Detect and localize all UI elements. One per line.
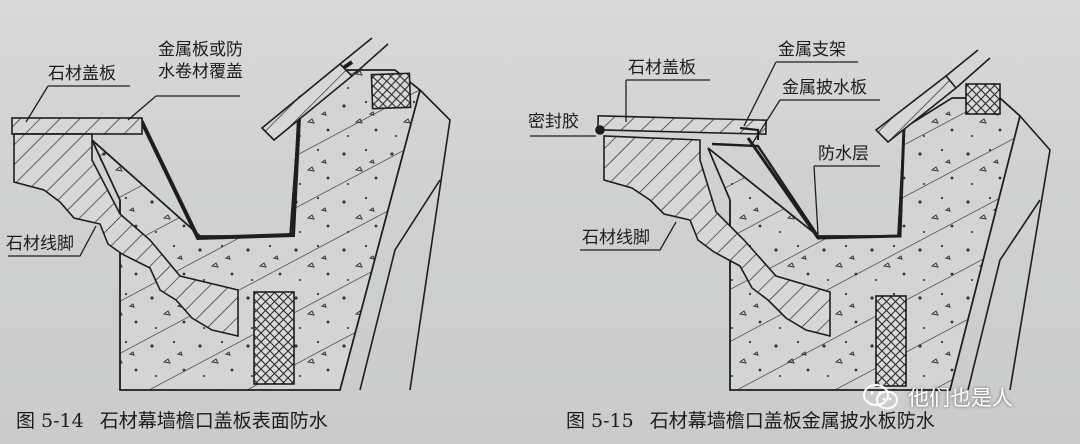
caption-right: 图 5-15 石材幕墙檐口盖板金属披水板防水 [566, 410, 935, 432]
label-left-stone-base: 石材线脚 [6, 234, 74, 254]
label-right-cover-plate: 石材盖板 [628, 58, 696, 78]
watermark: 他们也是人 [862, 382, 1013, 412]
caption-right-number: 图 5-15 [566, 410, 634, 432]
wechat-icon [863, 384, 898, 410]
right-section-drawing [595, 49, 1051, 391]
right-leader-lines [530, 61, 880, 251]
label-right-sealant: 密封胶 [528, 112, 579, 132]
caption-left: 图 5-14 石材幕墙檐口盖板表面防水 [16, 410, 328, 432]
label-right-waterproof-layer: 防水层 [818, 144, 869, 164]
label-right-metal-bracket: 金属支架 [778, 40, 846, 60]
label-left-metal-or-membrane-line1: 金属板或防 [158, 40, 243, 60]
label-right-metal-flashing: 金属披水板 [782, 78, 867, 98]
watermark-text: 他们也是人 [908, 386, 1013, 410]
left-leader-lines [8, 85, 240, 257]
label-left-metal-or-membrane-line2: 水卷材覆盖 [158, 62, 243, 82]
caption-left-title: 石材幕墙檐口盖板表面防水 [99, 410, 328, 432]
label-left-cover-plate: 石材盖板 [48, 64, 116, 84]
caption-left-number: 图 5-14 [16, 410, 84, 432]
caption-right-title: 石材幕墙檐口盖板金属披水板防水 [649, 410, 935, 432]
label-right-stone-base: 石材线脚 [582, 228, 650, 248]
left-section-drawing [11, 37, 451, 391]
